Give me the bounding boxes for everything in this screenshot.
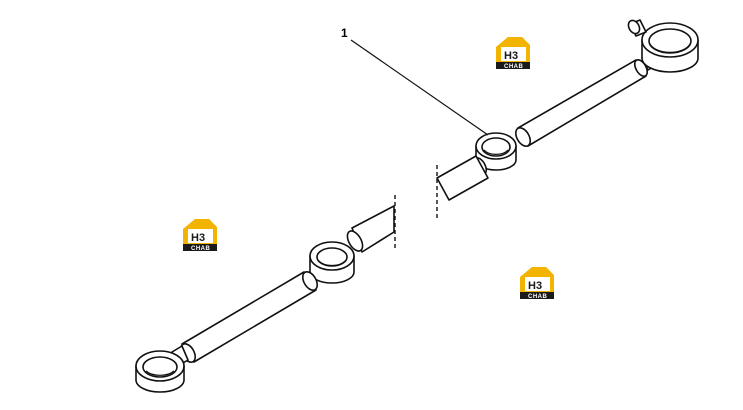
svg-text:H3: H3 bbox=[504, 50, 518, 62]
watermark-logo-right: H3 CHAB bbox=[520, 267, 554, 300]
lower-rod-assembly bbox=[135, 195, 396, 393]
eye-fitting-top-right bbox=[627, 19, 699, 73]
eye-fitting-bottom-left bbox=[135, 350, 185, 393]
watermark-logo-top: H3 CHAB bbox=[496, 37, 530, 70]
svg-text:H3: H3 bbox=[191, 232, 205, 244]
callout-label: 1 bbox=[341, 26, 348, 40]
svg-text:CHAB: CHAB bbox=[191, 246, 210, 252]
eye-fitting-middle-upper bbox=[475, 132, 517, 171]
svg-text:CHAB: CHAB bbox=[504, 64, 523, 70]
callout-1: 1 bbox=[341, 26, 489, 136]
svg-text:CHAB: CHAB bbox=[528, 294, 547, 300]
upper-rod-assembly bbox=[436, 19, 699, 218]
eye-fitting-middle-lower bbox=[309, 241, 355, 284]
svg-text:H3: H3 bbox=[528, 280, 542, 292]
watermark-logo-left: H3 CHAB bbox=[183, 219, 217, 252]
